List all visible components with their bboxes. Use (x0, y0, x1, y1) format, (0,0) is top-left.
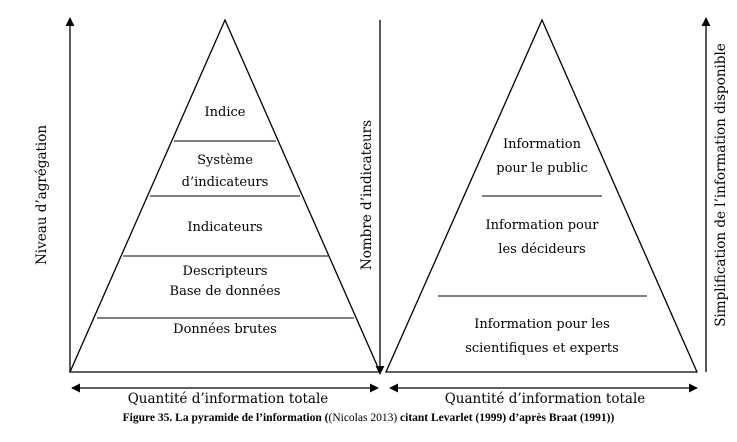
left-level-5-label: Données brutes (173, 322, 277, 337)
right-y-axis-label: Simplification de l’information disponib… (713, 43, 729, 327)
left-pyramid: Indice Système d’indicateurs Indicateurs… (69, 18, 381, 373)
left-y-axis-label: Niveau d’agrégation (34, 125, 50, 265)
left-level-2-label-line1: Système (197, 153, 253, 168)
middle-axis-label: Nombre d’indicateurs (359, 120, 375, 270)
right-level-3-label-line2: scientifiques et experts (465, 341, 619, 356)
figure-caption: Figure 35. La pyramide de l’information … (0, 412, 737, 424)
caption-citation: (Nicolas 2013) (328, 412, 398, 424)
right-level-3-label-line1: Information pour les (474, 317, 610, 332)
right-pyramid: Information pour le public Information p… (385, 18, 698, 373)
left-level-3-label: Indicateurs (187, 220, 262, 235)
left-x-axis-label: Quantité d’information totale (128, 391, 329, 407)
left-level-1-label: Indice (205, 105, 246, 120)
left-level-4-label-line2: Base de données (170, 284, 281, 299)
right-level-2-label-line2: les décideurs (498, 242, 585, 257)
left-level-2-label-line2: d’indicateurs (182, 175, 269, 190)
left-level-4-label-line1: Descripteurs (183, 264, 268, 279)
right-pyramid-outline (385, 18, 698, 373)
right-x-axis-label: Quantité d’information totale (445, 391, 646, 407)
caption-part-3: citant Levarlet (1999) d’après Braat (19… (397, 412, 615, 424)
right-level-2-label-line1: Information pour (486, 218, 600, 233)
caption-part-1: Figure 35. La pyramide de l’information … (122, 412, 329, 424)
right-level-1-label-line2: pour le public (496, 161, 587, 176)
pyramid-diagram: Indice Système d’indicateurs Indicateurs… (34, 17, 729, 407)
right-level-1-label-line1: Information (503, 137, 582, 152)
left-pyramid-outline (69, 18, 381, 373)
